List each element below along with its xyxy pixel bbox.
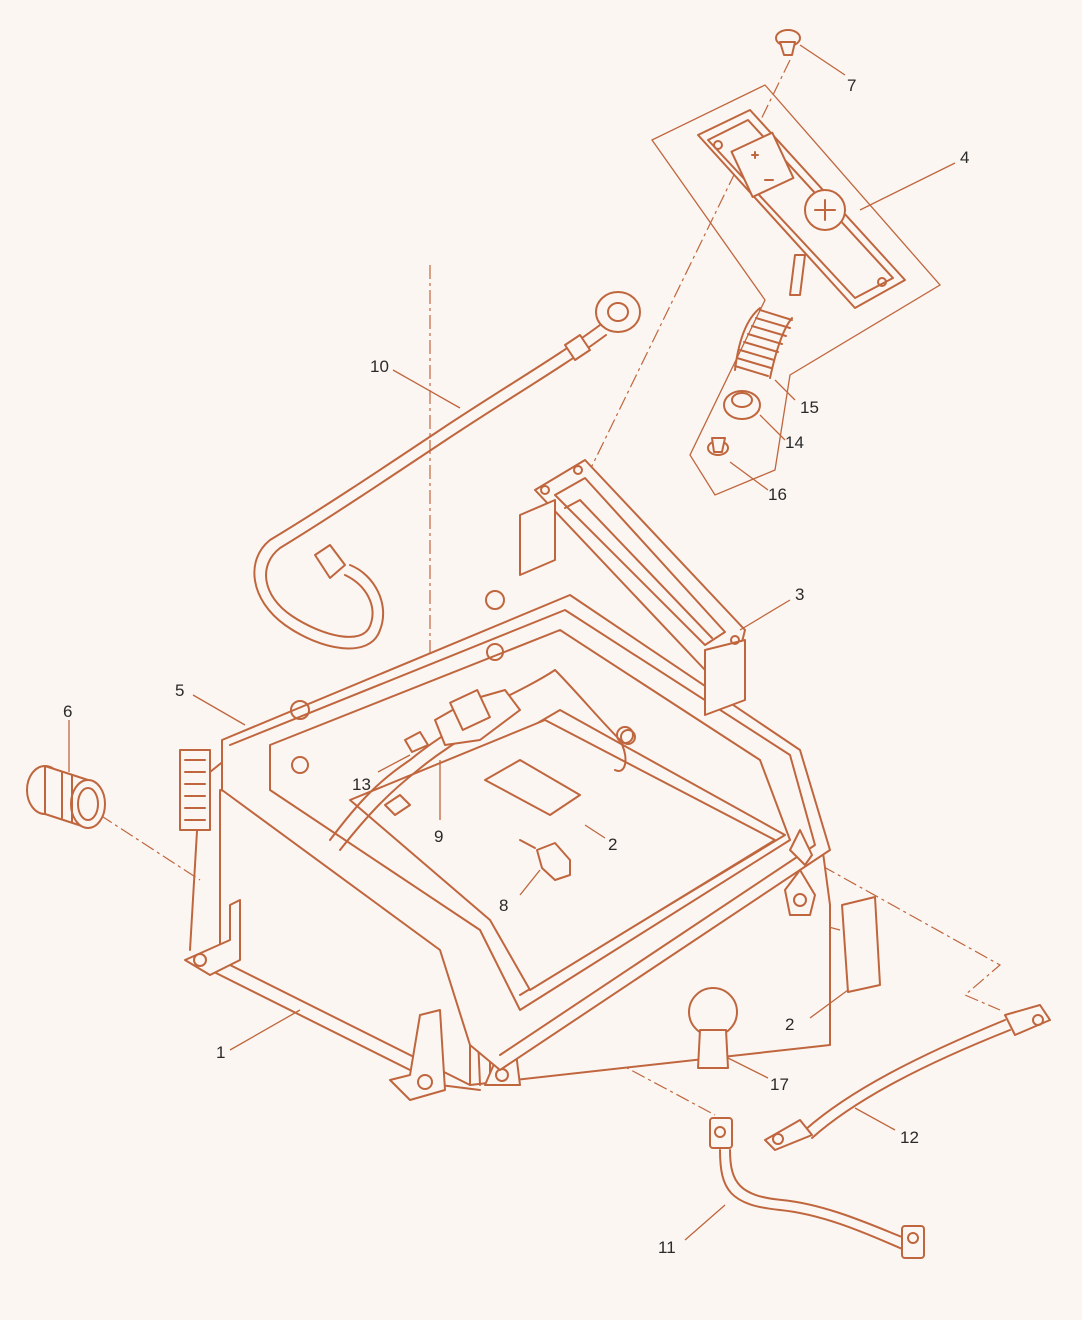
part-15-spring (734, 307, 793, 379)
callout-2: 2 (608, 835, 617, 854)
callout-17: 17 (770, 1075, 789, 1094)
callout-14: 14 (785, 433, 804, 452)
callout-11: 11 (658, 1238, 676, 1257)
callout-1: 1 (216, 1043, 225, 1062)
callout-3: 3 (795, 585, 804, 604)
part-3-gasket-bracket (519, 459, 746, 716)
callout-5: 5 (175, 681, 184, 700)
part-16-stud (707, 437, 729, 456)
callout-9: 9 (434, 827, 443, 846)
callout-10: 10 (370, 357, 389, 376)
callout-4: 4 (960, 148, 969, 167)
callout-labels: 1 2 2 3 4 5 6 7 8 9 10 11 12 13 14 15 16… (63, 76, 969, 1257)
callout-16: 16 (768, 485, 787, 504)
callout-7: 7 (847, 76, 856, 95)
callout-8: 8 (499, 896, 508, 915)
callout-12: 12 (900, 1128, 919, 1147)
part-10-cable (253, 291, 641, 650)
part-4-terminal-cover-group (651, 84, 942, 496)
part-7-screw (775, 29, 801, 56)
part-8-connector (519, 839, 571, 881)
part-14-cap (723, 390, 761, 420)
callout-15: 15 (800, 398, 819, 417)
part-12-cable (764, 1004, 1051, 1151)
leader-lines (68, 44, 956, 1241)
callout-2: 2 (785, 1015, 794, 1034)
callout-6: 6 (63, 702, 72, 721)
part-2-label-pads (484, 759, 881, 993)
part-11-cable (709, 1117, 925, 1259)
part-9-wiring-harness (329, 669, 636, 851)
part-17-boot (688, 987, 738, 1069)
part-6-grommet (26, 765, 106, 829)
callout-13: 13 (352, 775, 371, 794)
